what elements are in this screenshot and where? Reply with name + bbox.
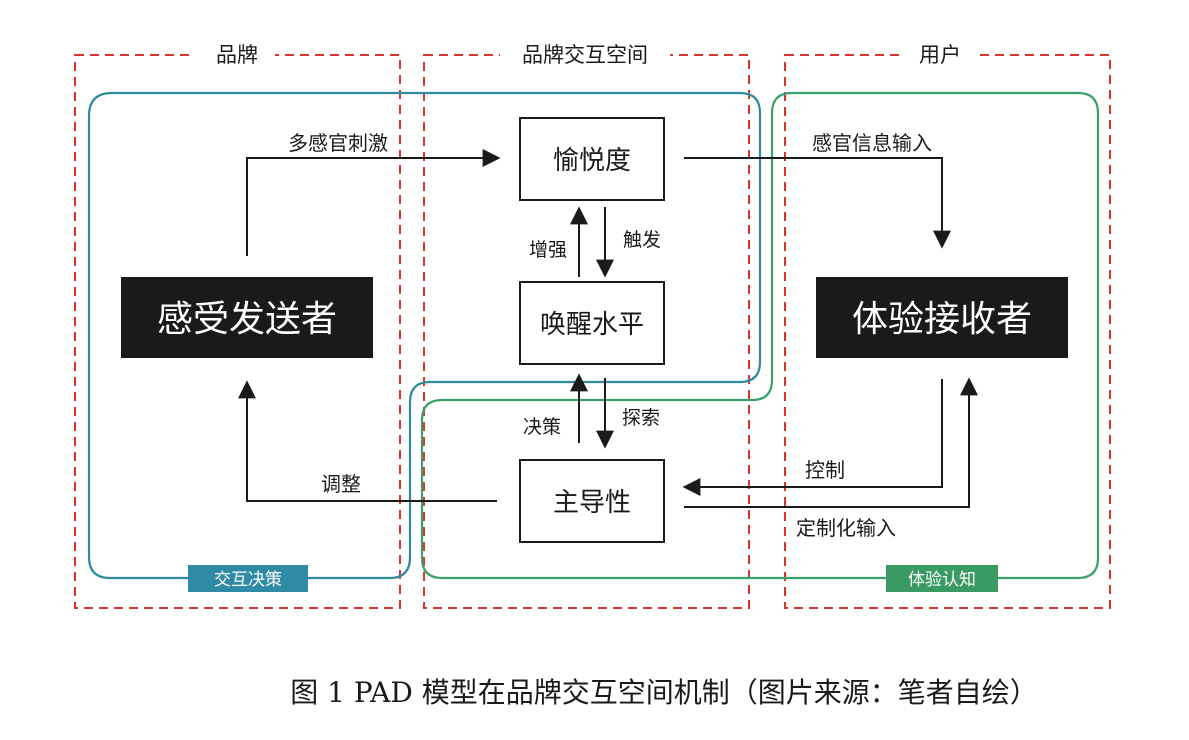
sender-node: [121, 277, 373, 358]
edge-multi-sense: [246, 149, 501, 256]
region-user: [784, 54, 1111, 609]
experience-loop: [420, 91, 1100, 580]
arousal-node: [519, 281, 665, 365]
interaction-loop: [87, 91, 762, 580]
region-brand: [74, 54, 401, 609]
interaction-badge-label: 交互决策: [214, 570, 282, 590]
receiver-node-label: 体验接收者: [852, 299, 1032, 340]
interaction-badge: [188, 565, 308, 592]
region-user-label: 用户: [919, 43, 961, 67]
receiver-node: [816, 277, 1068, 358]
edge-sense-input: [684, 157, 951, 249]
edge-explore-label: 探索: [622, 407, 660, 429]
edge-adjust-label: 调整: [321, 472, 361, 496]
edge-custom-input-label: 定制化输入: [796, 516, 896, 540]
edge-custom-input: [684, 377, 978, 508]
region-space-label: 品牌交互空间: [522, 43, 648, 67]
region-brand-label: 品牌: [216, 43, 258, 67]
dominance-node-label: 主导性: [553, 488, 631, 518]
edge-enhance-label: 增强: [529, 239, 567, 261]
edge-trigger-label: 触发: [623, 229, 661, 251]
figure-caption: 图 1 PAD 模型在品牌交互空间机制（图片来源：笔者自绘）: [290, 676, 1037, 709]
region-space: [423, 54, 750, 609]
arousal-node-label: 唤醒水平: [540, 310, 644, 340]
edge-multi-sense-label: 多感官刺激: [288, 131, 388, 155]
experience-badge-label: 体验认知: [908, 570, 976, 590]
edge-sense-input-label: 感官信息输入: [812, 131, 932, 155]
pleasure-node-label: 愉悦度: [553, 146, 631, 176]
experience-badge: [886, 565, 998, 592]
dominance-node: [519, 459, 665, 543]
edge-decide-label: 决策: [523, 416, 561, 438]
edge-control: [682, 379, 943, 496]
pleasure-node: [519, 117, 665, 201]
sender-node-label: 感受发送者: [157, 299, 337, 340]
edge-adjust: [238, 380, 497, 502]
edge-control-label: 控制: [805, 458, 845, 482]
